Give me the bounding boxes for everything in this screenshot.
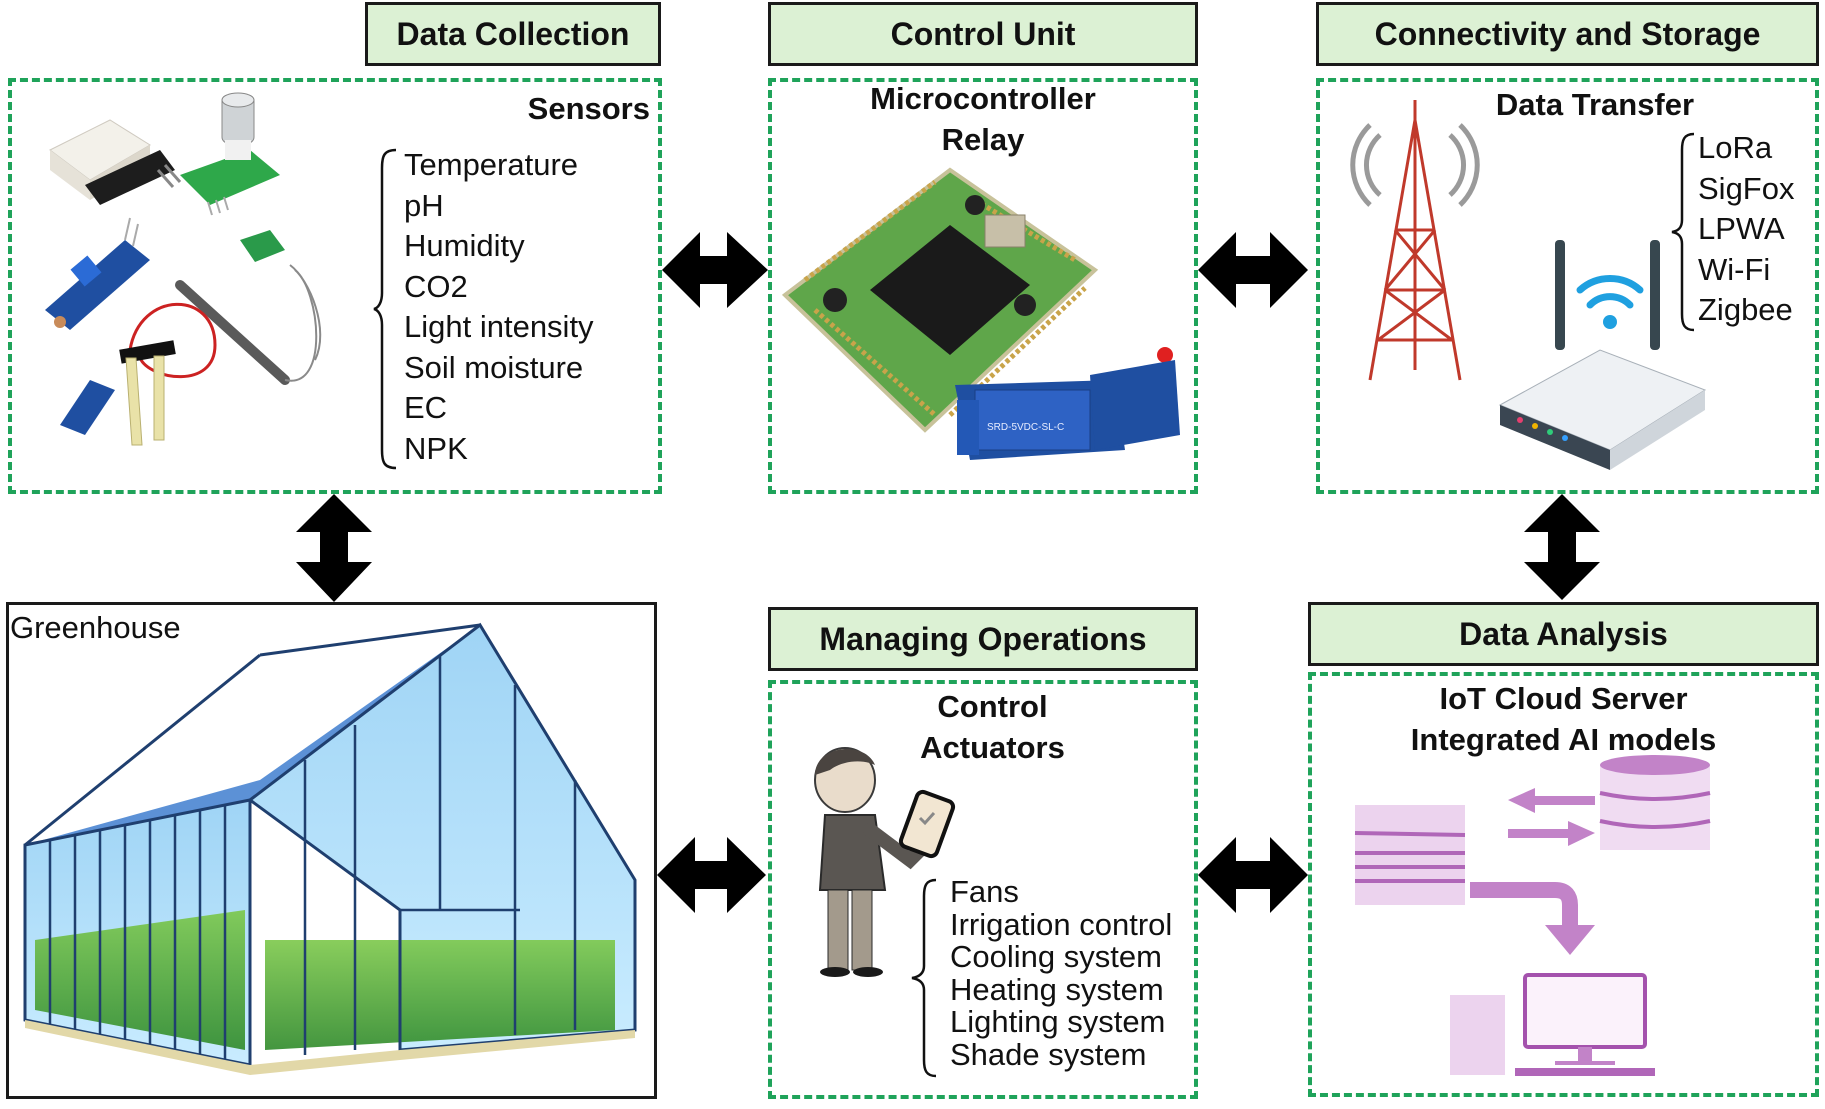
- sensor-item: Soil moisture: [404, 349, 584, 385]
- co2-sensor-icon: [180, 92, 280, 216]
- control-unit-panel: [768, 78, 1198, 494]
- sensor-item: Temperature: [404, 147, 579, 182]
- bidirectional-arrow-icon: [657, 837, 766, 913]
- wifi-router-icon: [1498, 240, 1707, 470]
- light-sensor-icon: [45, 217, 150, 330]
- sensor-item: NPK: [404, 430, 468, 466]
- greenhouse-panel: [6, 602, 657, 1099]
- control-unit-header-label: Control Unit: [890, 15, 1076, 52]
- actuator-item: Heating system: [950, 971, 1164, 1007]
- actuator-item: Fans: [950, 874, 1019, 909]
- sync-arrows-icon: [1508, 788, 1595, 846]
- sensor-item: EC: [404, 390, 448, 425]
- actuators-panel: [768, 680, 1198, 1099]
- control-label: Control: [937, 689, 1048, 724]
- sensor-item: CO2: [404, 268, 468, 304]
- protocol-item: Wi-Fi: [1698, 251, 1771, 287]
- bidirectional-arrow-icon: [1198, 837, 1308, 913]
- protocol-list: LoRa SigFox LPWA Wi-Fi Zigbee: [1698, 128, 1794, 331]
- sensor-images: [45, 92, 322, 446]
- dht-sensor-icon: [49, 119, 182, 205]
- data-analysis-header: Data Analysis: [1308, 602, 1819, 666]
- soil-moisture-sensor-icon: [60, 302, 217, 446]
- protocols-brace-icon: [1671, 132, 1695, 332]
- person-with-tablet-icon: [814, 747, 956, 977]
- sensors-brace-icon: [373, 148, 397, 470]
- relay-label: Relay: [941, 122, 1025, 157]
- data-transfer-panel: [1316, 78, 1819, 494]
- actuators-title: Control Actuators: [880, 686, 1105, 768]
- sensor-item: Humidity: [404, 228, 525, 263]
- sensor-list: Temperature pH Humidity CO2 Light intens…: [404, 145, 594, 469]
- managing-operations-header: Managing Operations: [768, 607, 1198, 671]
- ph-probe-icon: [175, 230, 322, 385]
- sensor-item: Light intensity: [404, 309, 594, 344]
- bidirectional-arrow-icon: [296, 494, 372, 602]
- protocol-item: LPWA: [1698, 211, 1785, 246]
- data-transfer-title: Data Transfer: [1495, 87, 1695, 122]
- connectivity-storage-header-label: Connectivity and Storage: [1374, 15, 1761, 52]
- managing-operations-header-label: Managing Operations: [819, 620, 1147, 657]
- cloud-analysis-illustration: [1354, 755, 1711, 1076]
- cell-tower-icon: [1350, 100, 1480, 381]
- down-arrow-icon: [1470, 882, 1595, 955]
- sensors-title: Sensors: [527, 91, 650, 126]
- actuator-item: Cooling system: [950, 939, 1162, 974]
- actuator-item: Irrigation control: [950, 906, 1173, 942]
- actuator-item: Shade system: [950, 1036, 1147, 1072]
- integrated-ai-models-label: Integrated AI models: [1410, 722, 1717, 757]
- sensor-item: pH: [404, 187, 444, 223]
- cloud-server-panel: [1308, 672, 1819, 1097]
- actuators-label: Actuators: [920, 730, 1065, 765]
- iot-cloud-server-label: IoT Cloud Server: [1439, 681, 1688, 716]
- greenhouse-icon: [23, 622, 637, 1075]
- actuator-list: Fans Irrigation control Cooling system H…: [950, 874, 1173, 1072]
- database-icon: [1599, 755, 1711, 850]
- bidirectional-arrow-icon: [1198, 232, 1308, 308]
- computer-icon: [1450, 973, 1655, 1076]
- control-unit-header: Control Unit: [768, 2, 1198, 66]
- control-unit-title: Microcontroller Relay: [768, 78, 1198, 160]
- data-collection-header-label: Data Collection: [396, 15, 630, 52]
- actuator-item: Lighting system: [950, 1004, 1166, 1039]
- actuators-brace-icon: [911, 878, 937, 1078]
- connectivity-storage-header: Connectivity and Storage: [1316, 2, 1819, 66]
- relay-model-text: SRD-5VDC-SL-C: [987, 422, 1064, 433]
- bidirectional-arrow-icon: [662, 232, 768, 308]
- data-collection-header: Data Collection: [365, 2, 661, 66]
- protocol-item: Zigbee: [1698, 292, 1793, 327]
- protocol-item: SigFox: [1698, 170, 1795, 206]
- server-stack-icon: [1354, 805, 1466, 905]
- cloud-server-title: IoT Cloud Server Integrated AI models: [1308, 678, 1819, 760]
- sensors-panel: [8, 78, 662, 494]
- microcontroller-label: Microcontroller: [870, 81, 1096, 116]
- microcontroller-board-icon: SRD-5VDC-SL-C: [781, 167, 1180, 460]
- protocol-item: LoRa: [1698, 130, 1773, 165]
- data-analysis-header-label: Data Analysis: [1459, 615, 1668, 652]
- greenhouse-label: Greenhouse: [10, 610, 181, 645]
- relay-module-icon: SRD-5VDC-SL-C: [955, 347, 1180, 460]
- bidirectional-arrow-icon: [1524, 494, 1600, 600]
